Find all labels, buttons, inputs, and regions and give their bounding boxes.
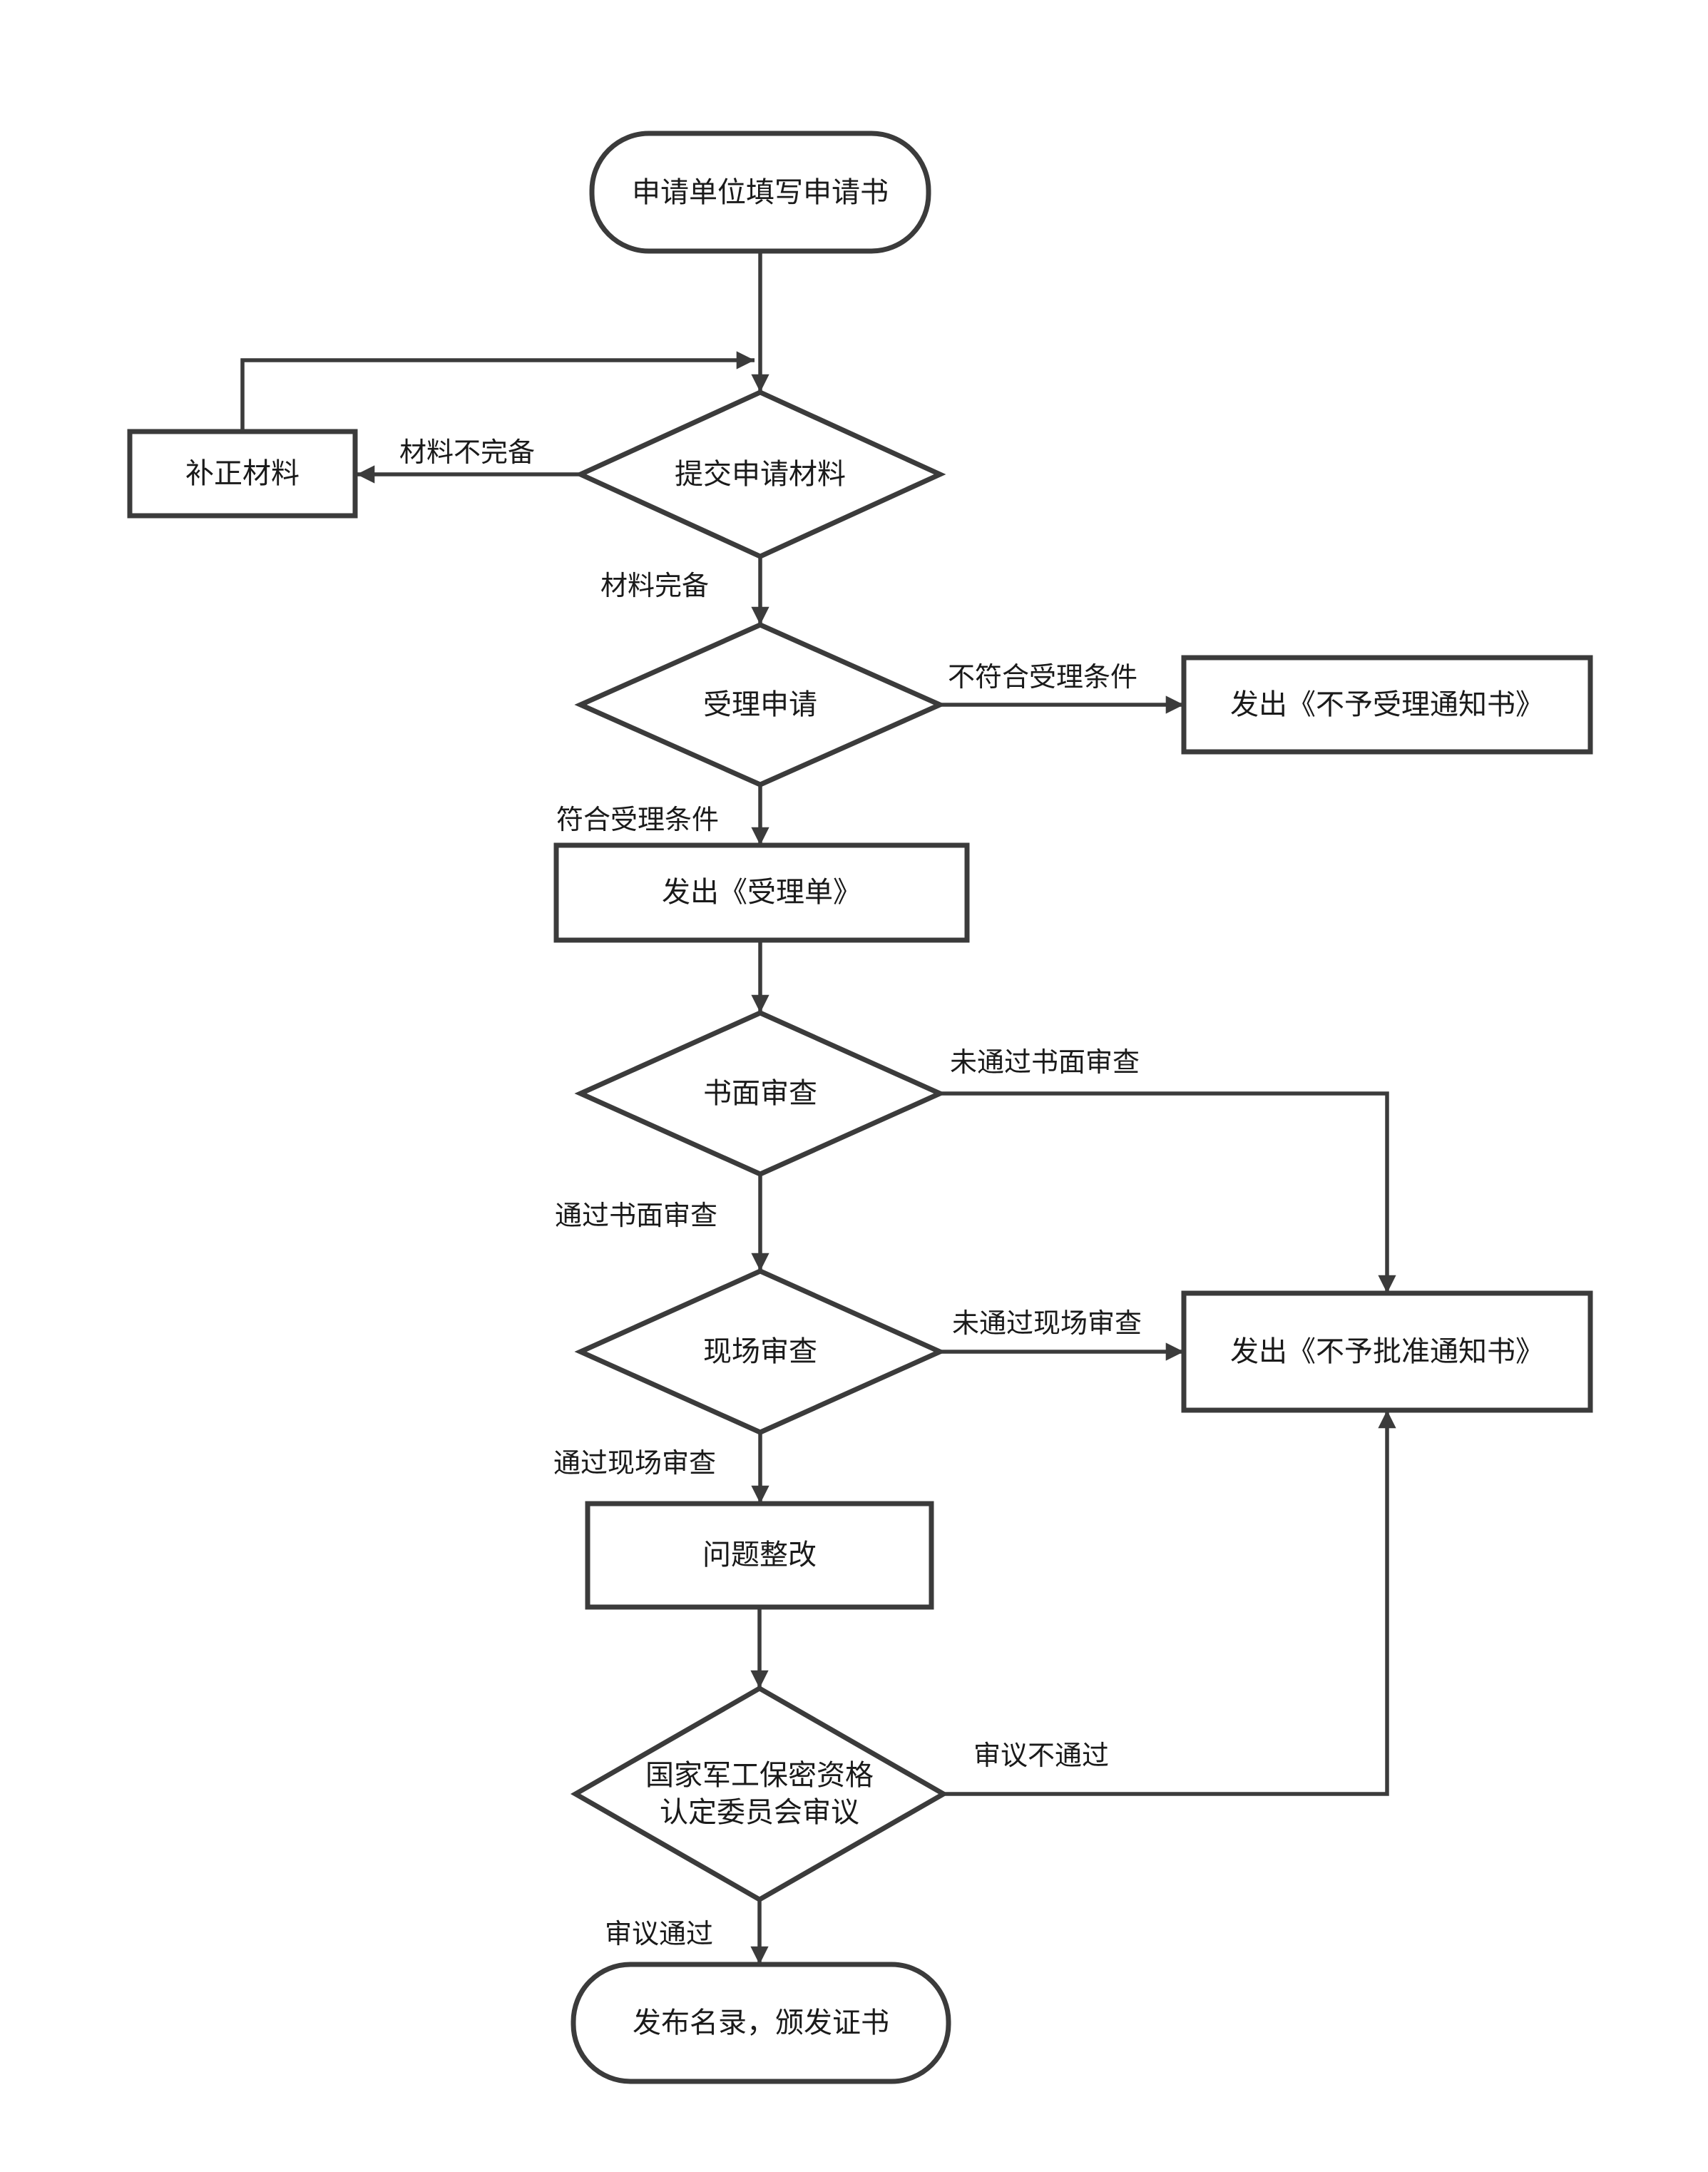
end-terminator-label: 发布名录，颁发证书 — [633, 2007, 889, 2039]
end-terminator-shape — [571, 1962, 951, 2084]
notice-no-accept-label: 发出《不予受理通知书》 — [1230, 689, 1544, 720]
edge-label-fail-committee: 审议不通过 — [973, 1741, 1109, 1771]
written-review-diamond-shape — [574, 1010, 946, 1177]
submit-materials-diamond-shape — [574, 389, 946, 559]
start-terminator-shape — [589, 131, 931, 254]
notice-no-approve-shape — [1181, 1290, 1593, 1413]
node-onsite-review: 现场审查 — [574, 1268, 946, 1435]
notice-no-accept-shape — [1181, 655, 1593, 755]
node-issue-form: 发出《受理单》 — [553, 842, 970, 943]
node-end: 发布名录，颁发证书 — [571, 1962, 951, 2084]
edges — [240, 251, 1396, 1964]
edge-label-fail-onsite-review: 未通过现场审查 — [952, 1309, 1142, 1339]
onsite-review-diamond-shape — [574, 1268, 946, 1435]
edge-label-materials-complete: 材料完备 — [600, 571, 709, 601]
notice-no-approve-label: 发出《不予批准通知书》 — [1230, 1336, 1544, 1367]
edge-label-materials-incomplete: 材料不完备 — [399, 438, 535, 468]
node-rectify: 问题整改 — [585, 1501, 934, 1610]
node-notice-no-accept: 发出《不予受理通知书》 — [1181, 655, 1593, 755]
edge-committee-to-noticenoapprove — [944, 1410, 1396, 1796]
start-terminator-label: 申请单位填写申请书 — [632, 177, 889, 208]
edge-label-meet-conditions: 符合受理条件 — [556, 805, 719, 835]
node-correct-materials: 补正材料 — [127, 429, 358, 519]
correct-materials-shape — [127, 429, 358, 519]
edge-label-fail-written-review: 未通过书面审查 — [950, 1048, 1140, 1078]
edge-labels: 材料不完备 材料完备 不符合受理条件 符合受理条件 未通过书面审查 通过书面审查… — [399, 438, 1142, 1949]
nodes: 申请单位填写申请书 提交申请材料 补正材料 受理申请 发出《不予受理通知书》 发… — [127, 131, 1593, 2084]
written-review-label: 书面审查 — [703, 1078, 817, 1109]
node-start: 申请单位填写申请书 — [589, 131, 931, 254]
committee-review-label-line2: 认定委员会审议 — [660, 1797, 859, 1828]
edge-label-pass-committee: 审议通过 — [605, 1919, 713, 1949]
edge-label-pass-onsite-review: 通过现场审查 — [553, 1449, 716, 1479]
node-committee-review: 国家军工保密资格 认定委员会审议 — [570, 1685, 949, 1903]
committee-review-label-line1: 国家军工保密资格 — [645, 1760, 874, 1791]
submit-materials-label: 提交申请材料 — [675, 459, 846, 490]
accept-request-diamond-shape — [574, 622, 946, 787]
edge-correct-feedback — [240, 351, 755, 432]
onsite-review-label: 现场审查 — [703, 1336, 817, 1367]
node-submit-materials: 提交申请材料 — [574, 389, 946, 559]
rectify-label: 问题整改 — [702, 1539, 817, 1571]
node-notice-no-approve: 发出《不予批准通知书》 — [1181, 1290, 1593, 1413]
edge-written-to-noticenoapprove — [940, 1091, 1396, 1293]
accept-request-label: 受理申请 — [703, 689, 817, 720]
committee-review-diamond-shape — [570, 1685, 949, 1903]
edge-label-not-meet-conditions: 不符合受理条件 — [948, 663, 1137, 693]
node-accept-request: 受理申请 — [574, 622, 946, 787]
node-written-review: 书面审查 — [574, 1010, 946, 1177]
correct-materials-label: 补正材料 — [185, 458, 300, 489]
rectify-shape — [585, 1501, 934, 1610]
issue-form-label: 发出《受理单》 — [662, 877, 861, 908]
issue-form-shape — [553, 842, 970, 943]
edge-label-pass-written-review: 通过书面审查 — [555, 1201, 717, 1231]
